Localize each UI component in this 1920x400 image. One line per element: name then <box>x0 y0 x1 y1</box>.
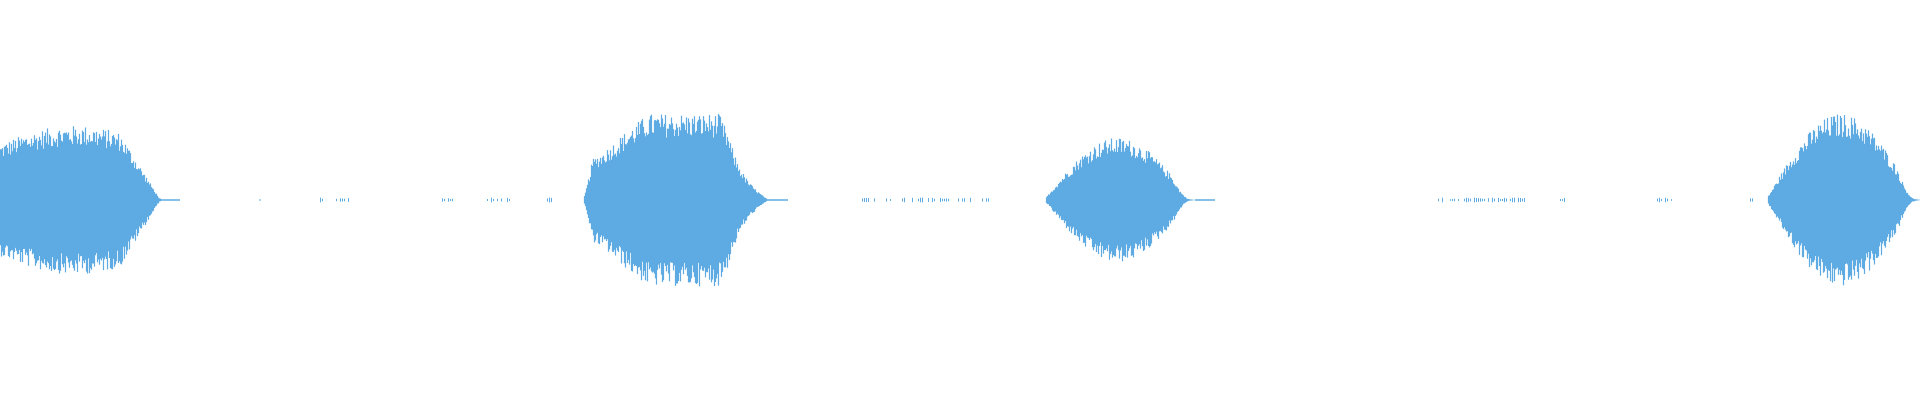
waveform-segment <box>0 126 180 274</box>
waveform-samples-path <box>0 126 162 274</box>
waveform-samples-path <box>1045 138 1197 262</box>
waveform-noise <box>442 198 453 202</box>
waveform-segment <box>1767 114 1920 286</box>
waveform-samples-path <box>1767 114 1920 286</box>
waveform-samples <box>0 113 1920 287</box>
waveform-noise <box>862 197 989 203</box>
waveform-noise <box>1560 197 1565 203</box>
waveform-noise <box>1750 198 1753 202</box>
waveform-samples-path <box>583 113 770 287</box>
waveform-noise <box>320 197 349 203</box>
waveform-segment <box>583 113 788 287</box>
waveform-noise <box>1438 197 1525 203</box>
waveform-segment <box>1045 138 1215 262</box>
waveform-noise <box>487 197 510 203</box>
waveform-noise <box>547 197 552 203</box>
waveform-noise <box>1657 197 1672 203</box>
